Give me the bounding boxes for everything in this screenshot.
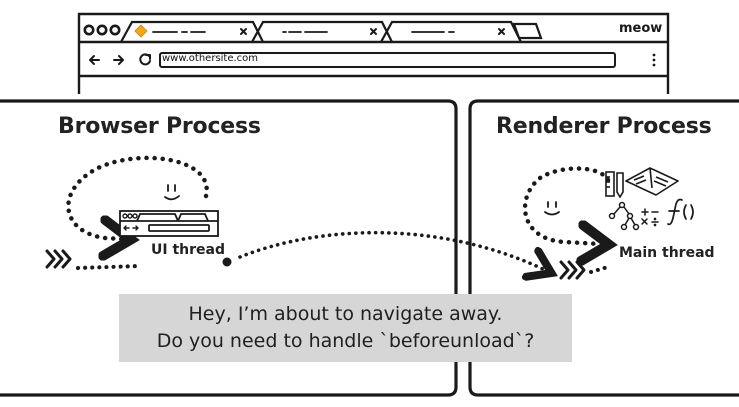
- renderer-process-title: Renderer Process: [496, 114, 712, 139]
- dom-tree-icon: [608, 201, 640, 231]
- new-tab-button[interactable]: [512, 22, 543, 40]
- window-control-circle: [83, 24, 95, 36]
- browser-brand: meow: [619, 21, 663, 36]
- ui-thread-face: [164, 184, 180, 201]
- renderer-inbound-dotted-line: [589, 264, 613, 274]
- browser-window: [77, 12, 670, 94]
- ui-thread-label: UI thread: [151, 242, 225, 258]
- tab-strip: [120, 20, 543, 43]
- renderer-process-panel: [468, 99, 739, 397]
- window-control-circle: [109, 24, 121, 36]
- favicon-icon: [134, 24, 148, 38]
- message-line-2: Do you need to handle `beforeunload`?: [156, 330, 535, 352]
- function-icon: [667, 198, 694, 226]
- reload-icon[interactable]: [139, 53, 151, 66]
- tab-close-icon[interactable]: [240, 28, 247, 35]
- main-thread-loop: [522, 166, 608, 244]
- window-control-circle: [96, 24, 108, 36]
- math-operators-icon: [641, 208, 659, 227]
- mini-browser-icon: [119, 210, 219, 237]
- back-arrow-icon[interactable]: [89, 55, 100, 65]
- forward-arrow-icon[interactable]: [113, 55, 124, 65]
- message-box: Hey, I’m about to navigate away. Do you …: [119, 294, 572, 362]
- address-bar[interactable]: [159, 52, 616, 68]
- tab-close-icon[interactable]: [370, 28, 377, 35]
- message-origin-dot: [222, 257, 232, 267]
- window-controls[interactable]: [83, 24, 121, 36]
- message-arrow: [238, 230, 545, 270]
- open-book-icon: [625, 167, 679, 196]
- ui-thread-loop: [66, 155, 209, 239]
- tab-close-icon[interactable]: [498, 28, 505, 35]
- mini-browser-nav: [123, 225, 139, 231]
- ruler-pencil-icon: [605, 171, 624, 199]
- address-text[interactable]: www.othersite.com: [162, 53, 259, 64]
- mini-browser-controls: [122, 213, 138, 219]
- incoming-arrows-icon: [45, 249, 72, 269]
- main-thread-face: [544, 201, 560, 216]
- menu-icon[interactable]: [652, 53, 656, 67]
- main-thread-label: Main thread: [619, 245, 715, 261]
- message-line-1: Hey, I’m about to navigate away.: [188, 303, 503, 325]
- incoming-dotted-line: [76, 264, 142, 270]
- browser-process-title: Browser Process: [58, 114, 261, 139]
- browser-process-panel: [0, 99, 458, 397]
- renderer-inbound-arrows-icon: [559, 260, 586, 280]
